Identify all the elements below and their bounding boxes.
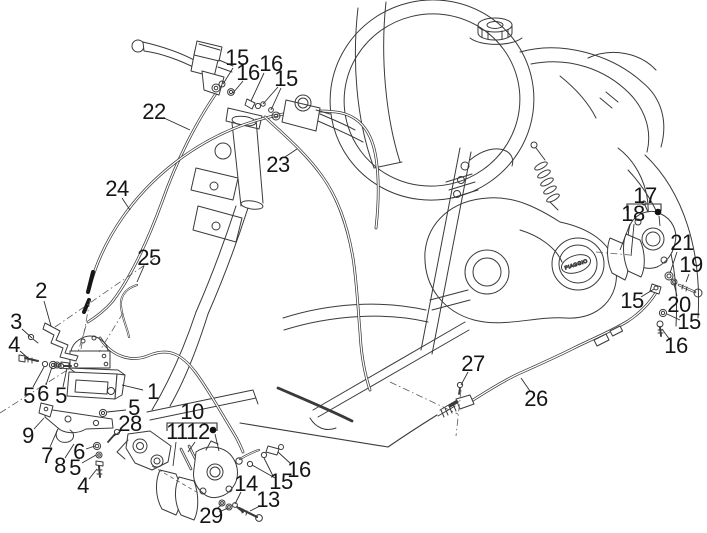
leader-line-15 — [263, 457, 274, 477]
leader-line-4 — [88, 468, 98, 480]
leader-line-15 — [251, 464, 276, 479]
leader-line-28 — [113, 429, 123, 437]
leader-line-13 — [249, 505, 261, 512]
reference-dot-leader-0 — [214, 433, 220, 452]
leader-line-11 — [172, 441, 177, 467]
leader-line-15 — [262, 86, 279, 105]
leader-line-16 — [661, 328, 671, 341]
reference-dots — [209, 208, 662, 452]
leader-lines — [19, 67, 690, 513]
upper-bracket-art — [18, 322, 79, 370]
leader-line-16 — [250, 72, 265, 102]
leader-line-6 — [85, 445, 96, 450]
components-art — [18, 39, 703, 522]
group-brackets — [166, 203, 662, 431]
engine-art: PIAGGIO — [424, 148, 617, 324]
leader-line-20 — [673, 283, 678, 297]
leader-line-3 — [21, 328, 33, 339]
fork-art — [151, 107, 264, 411]
hose-23 — [263, 115, 372, 392]
fuel-cap-art — [469, 17, 523, 45]
leader-line-5 — [106, 409, 127, 413]
leader-line-4 — [19, 350, 29, 359]
leader-line-15 — [640, 288, 655, 298]
pipe-25 — [119, 284, 138, 338]
floor-cable — [239, 414, 438, 448]
leader-line-27 — [460, 371, 469, 386]
reference-dot-leader-1 — [658, 215, 661, 227]
leader-line-7 — [49, 430, 58, 448]
leader-line-16 — [232, 80, 244, 94]
leader-line-18 — [619, 223, 631, 251]
leader-line-12 — [187, 441, 196, 453]
leader-line-2 — [43, 300, 52, 327]
hoses-art — [82, 90, 659, 461]
abs-modulator-art — [53, 335, 126, 400]
leader-line-21 — [669, 251, 678, 274]
lower-bracket-art — [38, 402, 121, 478]
hose-fittings-art — [244, 98, 274, 113]
leader-line-15 — [666, 313, 681, 321]
leader-line-19 — [685, 273, 690, 283]
leader-line-5 — [62, 367, 68, 388]
leader-line-18 — [630, 223, 635, 257]
rear-master-cylinder-art — [271, 94, 364, 143]
leader-line-16 — [277, 451, 292, 465]
leader-line-23 — [284, 148, 298, 158]
leader-line-15 — [270, 87, 282, 111]
leader-line-9 — [33, 417, 45, 430]
leader-line-22 — [163, 117, 191, 131]
axes-art — [0, 251, 631, 495]
leader-line-8 — [64, 443, 75, 459]
leader-line-14 — [234, 491, 242, 505]
leader-line-25 — [136, 265, 145, 283]
reference-dot-1 — [654, 208, 662, 216]
leader-line-29 — [218, 507, 229, 513]
front-master-cylinder-art — [131, 39, 235, 96]
leader-line-5 — [81, 454, 97, 464]
cable-junction-art — [437, 325, 624, 418]
leader-line-5 — [32, 366, 45, 388]
front-caliper-art — [116, 430, 284, 522]
leader-line-24 — [121, 197, 131, 211]
reference-dot-0 — [209, 426, 217, 434]
leader-line-6 — [45, 366, 53, 386]
leader-line-15 — [222, 67, 234, 85]
leader-line-29 — [216, 504, 222, 510]
leader-line-26 — [520, 377, 531, 392]
leader-line-1 — [121, 384, 144, 391]
group-bracket-1 — [626, 203, 662, 211]
shock-absorber-art — [530, 141, 560, 211]
group-bracket-0 — [166, 422, 218, 431]
rear-caliper-art — [607, 200, 703, 337]
